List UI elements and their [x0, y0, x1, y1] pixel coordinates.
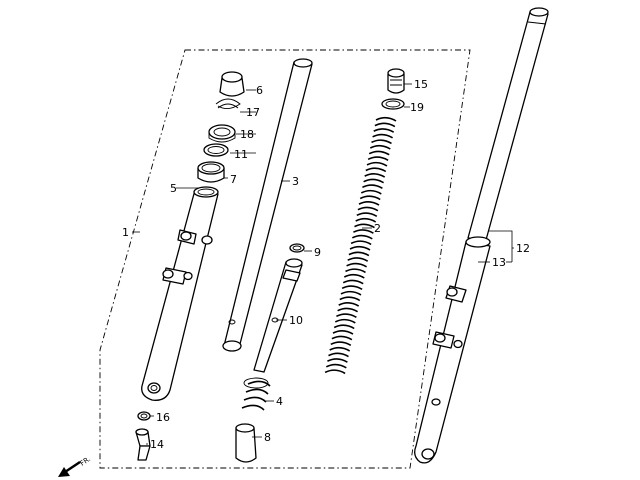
oil-lock-piece: [235, 423, 257, 463]
callout-5: 5: [170, 182, 177, 195]
callout-19: 19: [410, 101, 424, 114]
fork-spring: [324, 116, 397, 375]
socket-bolt: [135, 428, 151, 461]
fork-assembly-right: [414, 7, 549, 464]
sealing-washer: [137, 411, 151, 421]
leader-lines: [132, 83, 514, 445]
callout-12: 12: [516, 242, 530, 255]
callout-16: 16: [156, 411, 170, 424]
fork-slider-left: [141, 186, 219, 401]
callout-6: 6: [256, 84, 263, 97]
callout-8: 8: [264, 431, 271, 444]
callout-7: 7: [230, 173, 237, 186]
callout-11: 11: [234, 148, 248, 161]
callout-14: 14: [150, 438, 164, 451]
fork-piston: [253, 258, 303, 373]
rebound-spring: [241, 377, 271, 411]
callout-9: 9: [314, 246, 321, 259]
dust-seal: [219, 71, 245, 97]
stopper-ring: [215, 98, 241, 109]
callout-4: 4: [276, 395, 283, 408]
callout-10: 10: [289, 314, 303, 327]
front-direction-arrow: FR.: [58, 455, 92, 477]
direction-label: FR.: [79, 455, 92, 468]
fork-bolt: [387, 68, 405, 94]
callout-17: 17: [246, 106, 260, 119]
back-up-ring: [203, 143, 229, 157]
callout-2: 2: [374, 222, 381, 235]
o-ring: [381, 98, 405, 110]
callout-13: 13: [492, 256, 506, 269]
fork-pipe: [222, 58, 313, 352]
slider-bushing: [197, 161, 225, 183]
callout-1: 1: [122, 226, 129, 239]
oil-seal: [208, 124, 236, 143]
piston-ring: [289, 243, 305, 253]
callout-18: 18: [240, 128, 254, 141]
callout-15: 15: [414, 78, 428, 91]
callout-3: 3: [292, 175, 299, 188]
